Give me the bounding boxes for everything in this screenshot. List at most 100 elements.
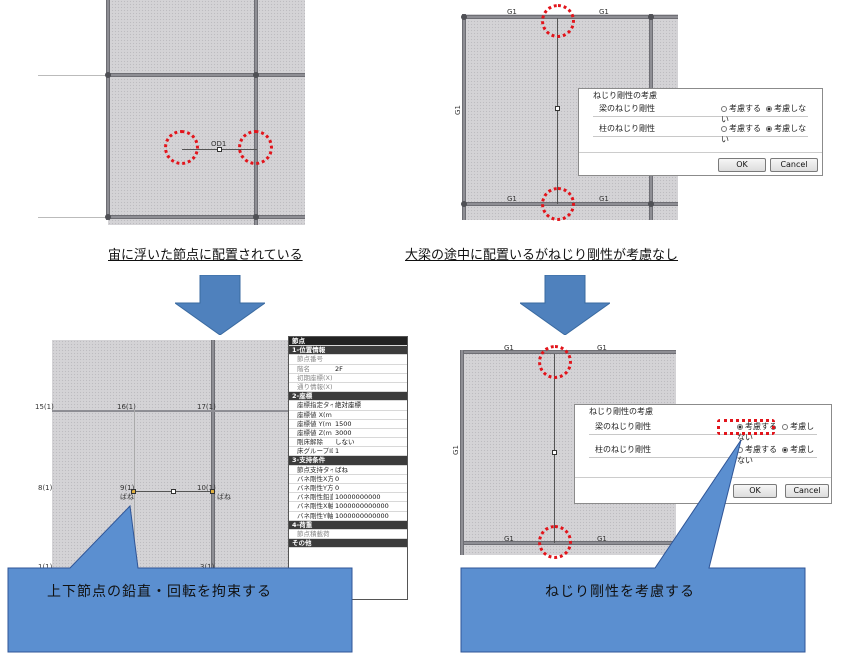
beam-label-vertical: G1 xyxy=(453,105,462,115)
node-label: 8(1) xyxy=(38,484,53,492)
down-arrow-icon xyxy=(175,275,265,335)
property-value: 絶対座標 xyxy=(335,401,361,410)
beam-vertical xyxy=(254,0,258,225)
property-key: 2-座標 xyxy=(292,392,313,401)
beam-vertical xyxy=(462,14,466,220)
node-label: 10(1) xyxy=(197,484,216,492)
property-value: 1 xyxy=(335,447,340,456)
row-label: 梁のねじり剛性 xyxy=(595,422,651,431)
property-key: 座標値 Y(m xyxy=(297,419,332,428)
property-key: バネ剛性Y方 xyxy=(297,484,333,492)
grid-node xyxy=(105,72,111,78)
cancel-button[interactable]: Cancel xyxy=(785,484,829,498)
beam-label: G1 xyxy=(599,195,609,203)
ok-button[interactable]: OK xyxy=(718,158,766,172)
beam-midpoint-marker xyxy=(555,106,560,111)
radio-label: 考慮する xyxy=(745,422,777,431)
node-label: 1(1) xyxy=(38,563,53,571)
property-row[interactable]: 剛床解除しない xyxy=(289,438,407,448)
cancel-button[interactable]: Cancel xyxy=(770,158,818,172)
torsion-dialog: ねじり剛性の考慮 梁のねじり剛性 考慮する 考慮しない 柱のねじり剛性 考慮する… xyxy=(574,404,832,504)
callout-left-text: 上下節点の鉛直・回転を拘束する xyxy=(47,584,272,600)
property-value: 1000000000000 xyxy=(335,511,389,520)
grid-node xyxy=(461,201,467,207)
beam-label: G1 xyxy=(599,8,609,16)
property-key: 4-荷重 xyxy=(292,520,313,529)
radio-consider[interactable] xyxy=(721,106,727,112)
model-view-top-left xyxy=(108,0,305,225)
caption-left: 宙に浮いた節点に配置されている xyxy=(108,248,303,263)
property-key: 階名 xyxy=(297,364,310,373)
dialog-row: 梁のねじり剛性 考慮する 考慮しない xyxy=(593,100,808,124)
beam-vertical xyxy=(211,340,215,580)
panel-title: 節点 xyxy=(289,337,407,347)
property-key: バネ剛性Y軸 xyxy=(297,511,333,520)
property-row[interactable]: 節点番号 xyxy=(289,355,407,365)
property-row[interactable]: 節点積載荷 xyxy=(289,530,407,540)
grid-node xyxy=(253,72,259,78)
caption-right: 大梁の途中に配置いるがねじり剛性が考慮なし xyxy=(405,248,679,263)
radio-not-consider[interactable] xyxy=(782,447,789,453)
property-row[interactable]: 階名 2F xyxy=(289,365,407,374)
torsion-dialog: ねじり剛性の考慮 梁のねじり剛性 考慮する 考慮しない 柱のねじり剛性 考慮する… xyxy=(578,88,823,176)
node-label: 9(1) xyxy=(120,484,135,492)
property-value: 10000000000 xyxy=(335,493,381,502)
gridline xyxy=(38,217,108,218)
callout-right xyxy=(460,439,806,653)
small-beam xyxy=(554,354,555,543)
property-section-header: 1-位置情報 xyxy=(289,346,407,356)
property-value: ばね xyxy=(335,465,348,474)
beam-label: G1 xyxy=(597,535,607,543)
small-beam xyxy=(557,18,558,204)
beam-horizontal xyxy=(52,410,288,412)
highlight-circle xyxy=(538,525,572,559)
property-row[interactable]: 節点支持タイばね xyxy=(289,466,407,475)
radio-not-consider[interactable] xyxy=(766,126,773,132)
property-key: バネ剛性X軸 xyxy=(297,502,333,511)
model-view-bottom-left xyxy=(52,340,288,580)
spring-node xyxy=(131,489,136,494)
row-label: 柱のねじり剛性 xyxy=(599,124,655,133)
property-key: 節点支持タイ xyxy=(297,465,333,474)
dialog-row: 梁のねじり剛性 考慮する 考慮しない xyxy=(589,418,817,442)
radio-consider[interactable] xyxy=(737,424,743,430)
radio-not-consider[interactable] xyxy=(782,424,789,430)
highlight-circle xyxy=(541,4,575,38)
property-value: 2F xyxy=(335,364,343,373)
radio-not-consider[interactable] xyxy=(766,106,773,112)
property-key: バネ剛性鉛直 xyxy=(297,493,333,502)
beam-label: G1 xyxy=(507,8,517,16)
property-section-header: 4-荷重 xyxy=(289,520,407,530)
property-row[interactable]: 座標値 X(m xyxy=(289,411,407,420)
radio-label: 考慮しない xyxy=(721,124,807,144)
property-row[interactable]: 座標指定タイ絶対座標 xyxy=(289,401,407,411)
property-value: 0 xyxy=(335,484,340,492)
node-label: 3(1) xyxy=(200,563,215,571)
spring-node xyxy=(210,489,215,494)
ok-button[interactable]: OK xyxy=(733,484,777,498)
grid-node xyxy=(461,14,467,20)
property-section-header: その他 xyxy=(289,539,407,549)
beam-vertical xyxy=(134,410,135,580)
property-row[interactable]: 初期座標(X) xyxy=(289,374,407,383)
property-key: 節点番号 xyxy=(297,355,323,364)
radio-consider[interactable] xyxy=(721,126,727,132)
grid-node xyxy=(253,214,259,220)
beam-label: OD1 xyxy=(211,140,227,148)
callout-left xyxy=(7,504,353,653)
highlight-circle xyxy=(538,345,572,379)
property-key: 座標値 X(m xyxy=(297,410,332,419)
property-key: 床グループID xyxy=(297,447,333,456)
spring-label: ばね xyxy=(120,493,134,501)
property-key: 座標値 Z(m xyxy=(297,428,332,437)
property-row[interactable]: 通り情報(X) xyxy=(289,383,407,393)
radio-label: 考慮しない xyxy=(721,104,807,124)
